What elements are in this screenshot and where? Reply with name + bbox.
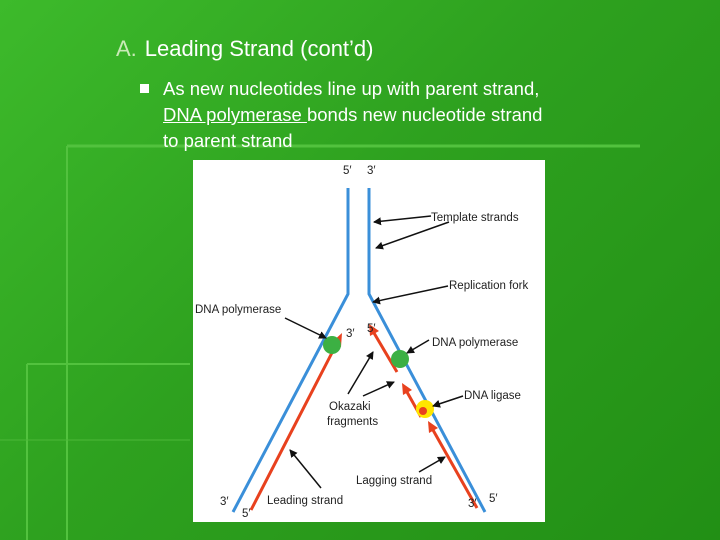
bullet-line-3: to parent strand	[163, 130, 293, 151]
label-dna-polymerase-left: DNA polymerase	[195, 304, 281, 316]
label-dna-ligase: DNA ligase	[464, 390, 521, 402]
dna-polymerase-left-marker	[323, 336, 341, 354]
arrow-dna-polymerase-left	[284, 317, 327, 339]
replication-diagram-svg: 5′ 3′ Template strands Replication fork …	[195, 165, 529, 520]
label-bottom-right-3: 3′	[468, 498, 477, 510]
dna-ligase-marker-core	[419, 407, 427, 415]
bullet-line-2: DNA polymerase bonds new nucleotide stra…	[163, 102, 703, 128]
label-fork-5: 5′	[367, 323, 376, 335]
dna-polymerase-term: DNA polymerase	[163, 104, 307, 125]
label-fork-3: 3′	[346, 328, 355, 340]
okazaki-fragment-3	[431, 429, 479, 509]
bullet-line-2-rest: bonds new nucleotide strand	[306, 104, 543, 125]
arrow-dna-polymerase-right	[406, 339, 430, 354]
label-dna-polymerase-right: DNA polymerase	[432, 337, 518, 349]
title-number: A.	[116, 36, 137, 61]
arrow-okazaki-1	[347, 351, 374, 395]
arrow-dna-ligase	[432, 395, 464, 408]
template-strand-right	[367, 188, 487, 513]
slide-title: A. Leading Strand (cont’d)	[116, 36, 374, 62]
arrow-leading-strand	[289, 449, 322, 489]
leading-strand-line	[249, 342, 339, 511]
label-replication-fork: Replication fork	[449, 280, 529, 292]
bullet-line-1: As new nucleotides line up with parent s…	[163, 78, 540, 99]
label-bottom-left-3: 3′	[220, 496, 229, 508]
title-text: Leading Strand (cont’d)	[144, 36, 374, 61]
label-leading-strand: Leading strand	[267, 495, 343, 507]
label-bottom-right-5: 5′	[489, 493, 498, 505]
okazaki-fragment-2-arrowhead	[402, 383, 412, 395]
okazaki-fragment-3-arrowhead	[428, 421, 438, 433]
arrow-replication-fork	[372, 285, 449, 305]
label-template-strands: Template strands	[431, 212, 519, 224]
arrow-lagging-strand	[418, 456, 446, 473]
okazaki-fragment-1-arrowhead	[369, 324, 379, 336]
label-top-5: 5′	[343, 165, 352, 177]
label-lagging-strand: Lagging strand	[356, 475, 432, 487]
replication-diagram: 5′ 3′ Template strands Replication fork …	[193, 160, 545, 522]
okazaki-fragment-1	[372, 332, 399, 373]
arrow-okazaki-2	[362, 381, 395, 397]
label-okazaki-line-1: Okazaki	[329, 401, 371, 413]
label-okazaki-line-2: fragments	[327, 416, 378, 428]
template-strand-left	[231, 188, 350, 513]
label-top-3: 3′	[367, 165, 376, 177]
arrow-template-strands-2	[375, 221, 450, 250]
bullet-text: As new nucleotides line up with parent s…	[163, 76, 703, 154]
square-bullet-icon	[140, 84, 149, 93]
dna-polymerase-right-marker	[391, 350, 409, 368]
arrow-template-strands	[373, 215, 432, 226]
label-bottom-left-5: 5′	[242, 508, 251, 520]
